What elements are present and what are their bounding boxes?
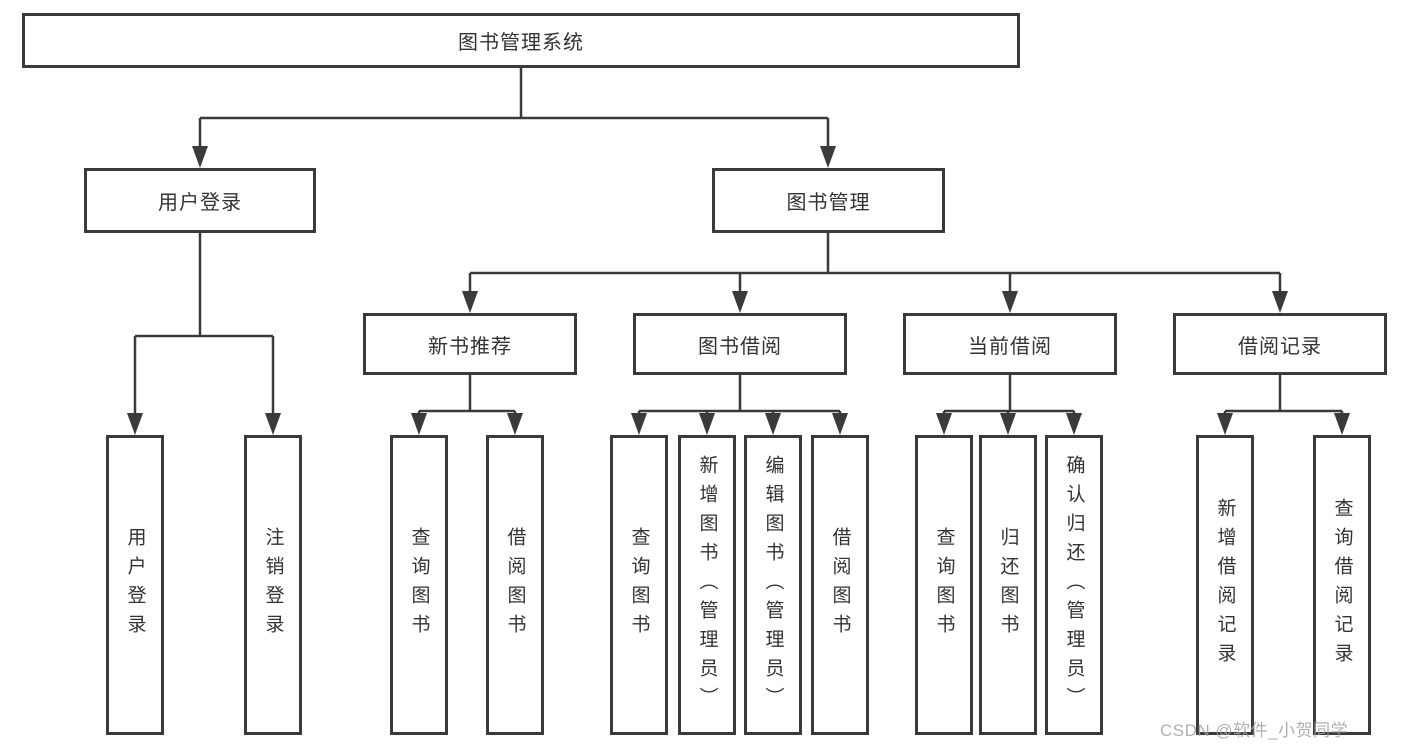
leaf-query-borrow-record-label: 查询借阅记录 <box>1331 498 1353 672</box>
node-borrow-records-label: 借阅记录 <box>1238 335 1322 358</box>
leaf-borrow-book-2-label: 借阅图书 <box>829 527 851 643</box>
leaf-borrow-book-1: 借阅图书 <box>486 435 544 735</box>
arrowheads <box>127 146 1350 435</box>
arrow-icon <box>265 413 281 435</box>
leaf-query-borrow-record: 查询借阅记录 <box>1313 435 1371 735</box>
node-new-book-recommend: 新书推荐 <box>363 313 577 375</box>
arrow-icon <box>1334 413 1350 435</box>
leaf-query-book-1: 查询图书 <box>390 435 448 735</box>
leaf-borrow-book-2: 借阅图书 <box>811 435 869 735</box>
arrow-icon <box>1000 413 1016 435</box>
leaf-logout-login-label: 注销登录 <box>262 527 284 643</box>
leaf-return-book: 归还图书 <box>979 435 1037 735</box>
leaf-edit-book-admin: 编辑图书（管理员） <box>744 435 802 735</box>
leaf-borrow-book-1-label: 借阅图书 <box>504 527 526 643</box>
leaf-confirm-return-admin: 确认归还（管理员） <box>1045 435 1103 735</box>
node-root-label: 图书管理系统 <box>458 32 584 54</box>
node-current-borrow-label: 当前借阅 <box>968 335 1052 358</box>
arrow-icon <box>936 413 952 435</box>
csdn-watermark: CSDN @软件_小贺同学 <box>1160 721 1349 740</box>
arrow-icon <box>832 413 848 435</box>
leaf-user-login-label: 用户登录 <box>124 527 146 643</box>
arrow-icon <box>765 413 781 435</box>
arrow-icon <box>820 146 836 168</box>
leaf-query-book-3-label: 查询图书 <box>933 527 955 643</box>
leaf-add-borrow-record-label: 新增借阅记录 <box>1214 498 1236 672</box>
arrow-icon <box>192 146 208 168</box>
arrow-icon <box>462 291 478 313</box>
arrow-icon <box>411 413 427 435</box>
node-new-book-recommend-label: 新书推荐 <box>428 335 512 358</box>
node-user-login-label: 用户登录 <box>158 192 242 214</box>
leaf-user-login: 用户登录 <box>106 435 164 735</box>
arrow-icon <box>1217 413 1233 435</box>
arrow-icon <box>1066 413 1082 435</box>
node-book-management: 图书管理 <box>712 168 945 233</box>
leaf-add-book-admin: 新增图书（管理员） <box>678 435 736 735</box>
arrow-icon <box>631 413 647 435</box>
node-book-borrow-label: 图书借阅 <box>698 335 782 358</box>
leaf-add-book-admin-label: 新增图书（管理员） <box>696 454 718 716</box>
leaf-confirm-return-admin-label: 确认归还（管理员） <box>1063 454 1085 716</box>
node-borrow-records: 借阅记录 <box>1173 313 1387 375</box>
arrow-icon <box>1272 291 1288 313</box>
leaf-query-book-1-label: 查询图书 <box>408 527 430 643</box>
leaf-query-book-2-label: 查询图书 <box>628 527 650 643</box>
node-user-login: 用户登录 <box>84 168 316 233</box>
node-book-management-label: 图书管理 <box>786 192 871 214</box>
arrow-icon <box>127 413 143 435</box>
leaf-logout-login: 注销登录 <box>244 435 302 735</box>
leaf-query-book-3: 查询图书 <box>915 435 973 735</box>
leaf-edit-book-admin-label: 编辑图书（管理员） <box>762 454 784 716</box>
leaf-query-book-2: 查询图书 <box>610 435 668 735</box>
leaf-return-book-label: 归还图书 <box>997 527 1019 643</box>
arrow-icon <box>507 413 523 435</box>
node-root: 图书管理系统 <box>22 13 1020 68</box>
arrow-icon <box>1002 291 1018 313</box>
node-book-borrow: 图书借阅 <box>633 313 847 375</box>
node-current-borrow: 当前借阅 <box>903 313 1117 375</box>
leaf-add-borrow-record: 新增借阅记录 <box>1196 435 1254 735</box>
arrow-icon <box>699 413 715 435</box>
arrow-icon <box>732 291 748 313</box>
